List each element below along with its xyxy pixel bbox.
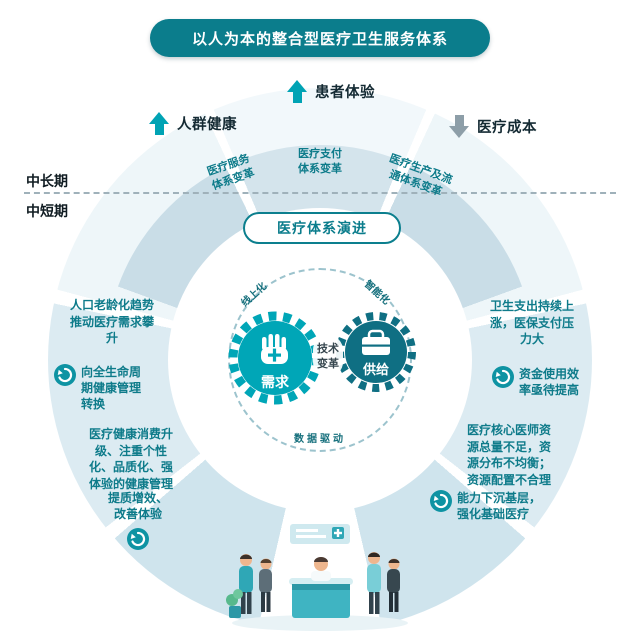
label-mid-long-term: 中长期: [26, 173, 68, 189]
hand-plus-icon: [261, 334, 288, 364]
demand-label: 需求: [261, 374, 290, 390]
segment-left-action-text: 向全生命周期健康管理转换: [81, 365, 142, 412]
outcome-label: 医疗成本: [477, 120, 537, 136]
supply-label: 供给: [362, 362, 389, 377]
hub-dashed-ring: [228, 268, 412, 452]
clinic-illustration: [226, 524, 408, 631]
transform-arrow-icon: [492, 366, 514, 388]
reform-payment-system: 医疗支付 体系变革: [283, 147, 357, 177]
outcome-patient-experience: 患者体验: [286, 80, 375, 103]
service-box-icon: [362, 329, 390, 355]
up-arrow-icon: [148, 112, 170, 135]
outcome-medical-cost: 医疗成本: [448, 115, 537, 138]
hub-pill: 医疗体系演进: [243, 212, 401, 244]
segment-bottom-right-text: 医疗核心医师资源总量不足，资源分布不均衡；资源配置不合理: [466, 423, 551, 487]
reform-line: 体系变革: [298, 162, 342, 175]
demand-gear: 需求: [228, 311, 322, 405]
arc-label-data-driven: 数据驱动: [294, 434, 346, 445]
transform-arrow-icon: [430, 490, 452, 512]
transform-arrow-icon: [127, 528, 149, 551]
outcome-population-health: 人群健康: [148, 112, 237, 135]
tech-gap: [313, 335, 343, 377]
timeline-divider: [24, 192, 616, 194]
tech-change-line2: 变革: [317, 356, 339, 370]
tech-change-line1: 技术: [317, 341, 339, 355]
segment-left-action: 向全生命周期健康管理转换: [54, 364, 147, 413]
segment-bottom-left-action: 提质增效、改善体验: [96, 490, 180, 551]
up-arrow-icon: [286, 80, 308, 103]
segment-right-action-text: 资金使用效率亟待提高: [519, 367, 580, 398]
segment-bottom-left-text: 医疗健康消费升级、注重个性化、品质化、强体验的健康管理: [88, 427, 173, 491]
supply-gear: 供给: [336, 312, 416, 392]
gears-graphic: 需求 供给 技术 变革: [228, 311, 416, 405]
segment-right-action: 资金使用效率亟待提高: [492, 366, 585, 398]
label-mid-short-term: 中短期: [26, 203, 68, 219]
segment-left-text: 人口老龄化趋势推动医疗需求攀升: [70, 298, 155, 346]
banner-title: 以人为本的整合型医疗卫生服务体系: [150, 19, 490, 57]
outcome-label: 人群健康: [177, 117, 237, 133]
reform-line: 医疗支付: [298, 148, 342, 160]
segment-right-text: 卫生支出持续上涨，医保支付压力大: [489, 299, 574, 347]
segment-bottom-left-action-text: 提质增效、改善体验: [107, 491, 168, 522]
down-arrow-icon: [448, 115, 470, 138]
transform-arrow-icon: [54, 364, 76, 386]
segment-bottom-right-action-text: 能力下沉基层，强化基础医疗: [457, 491, 542, 522]
segment-bottom-right-action: 能力下沉基层，强化基础医疗: [430, 490, 545, 522]
outcome-label: 患者体验: [315, 85, 375, 101]
